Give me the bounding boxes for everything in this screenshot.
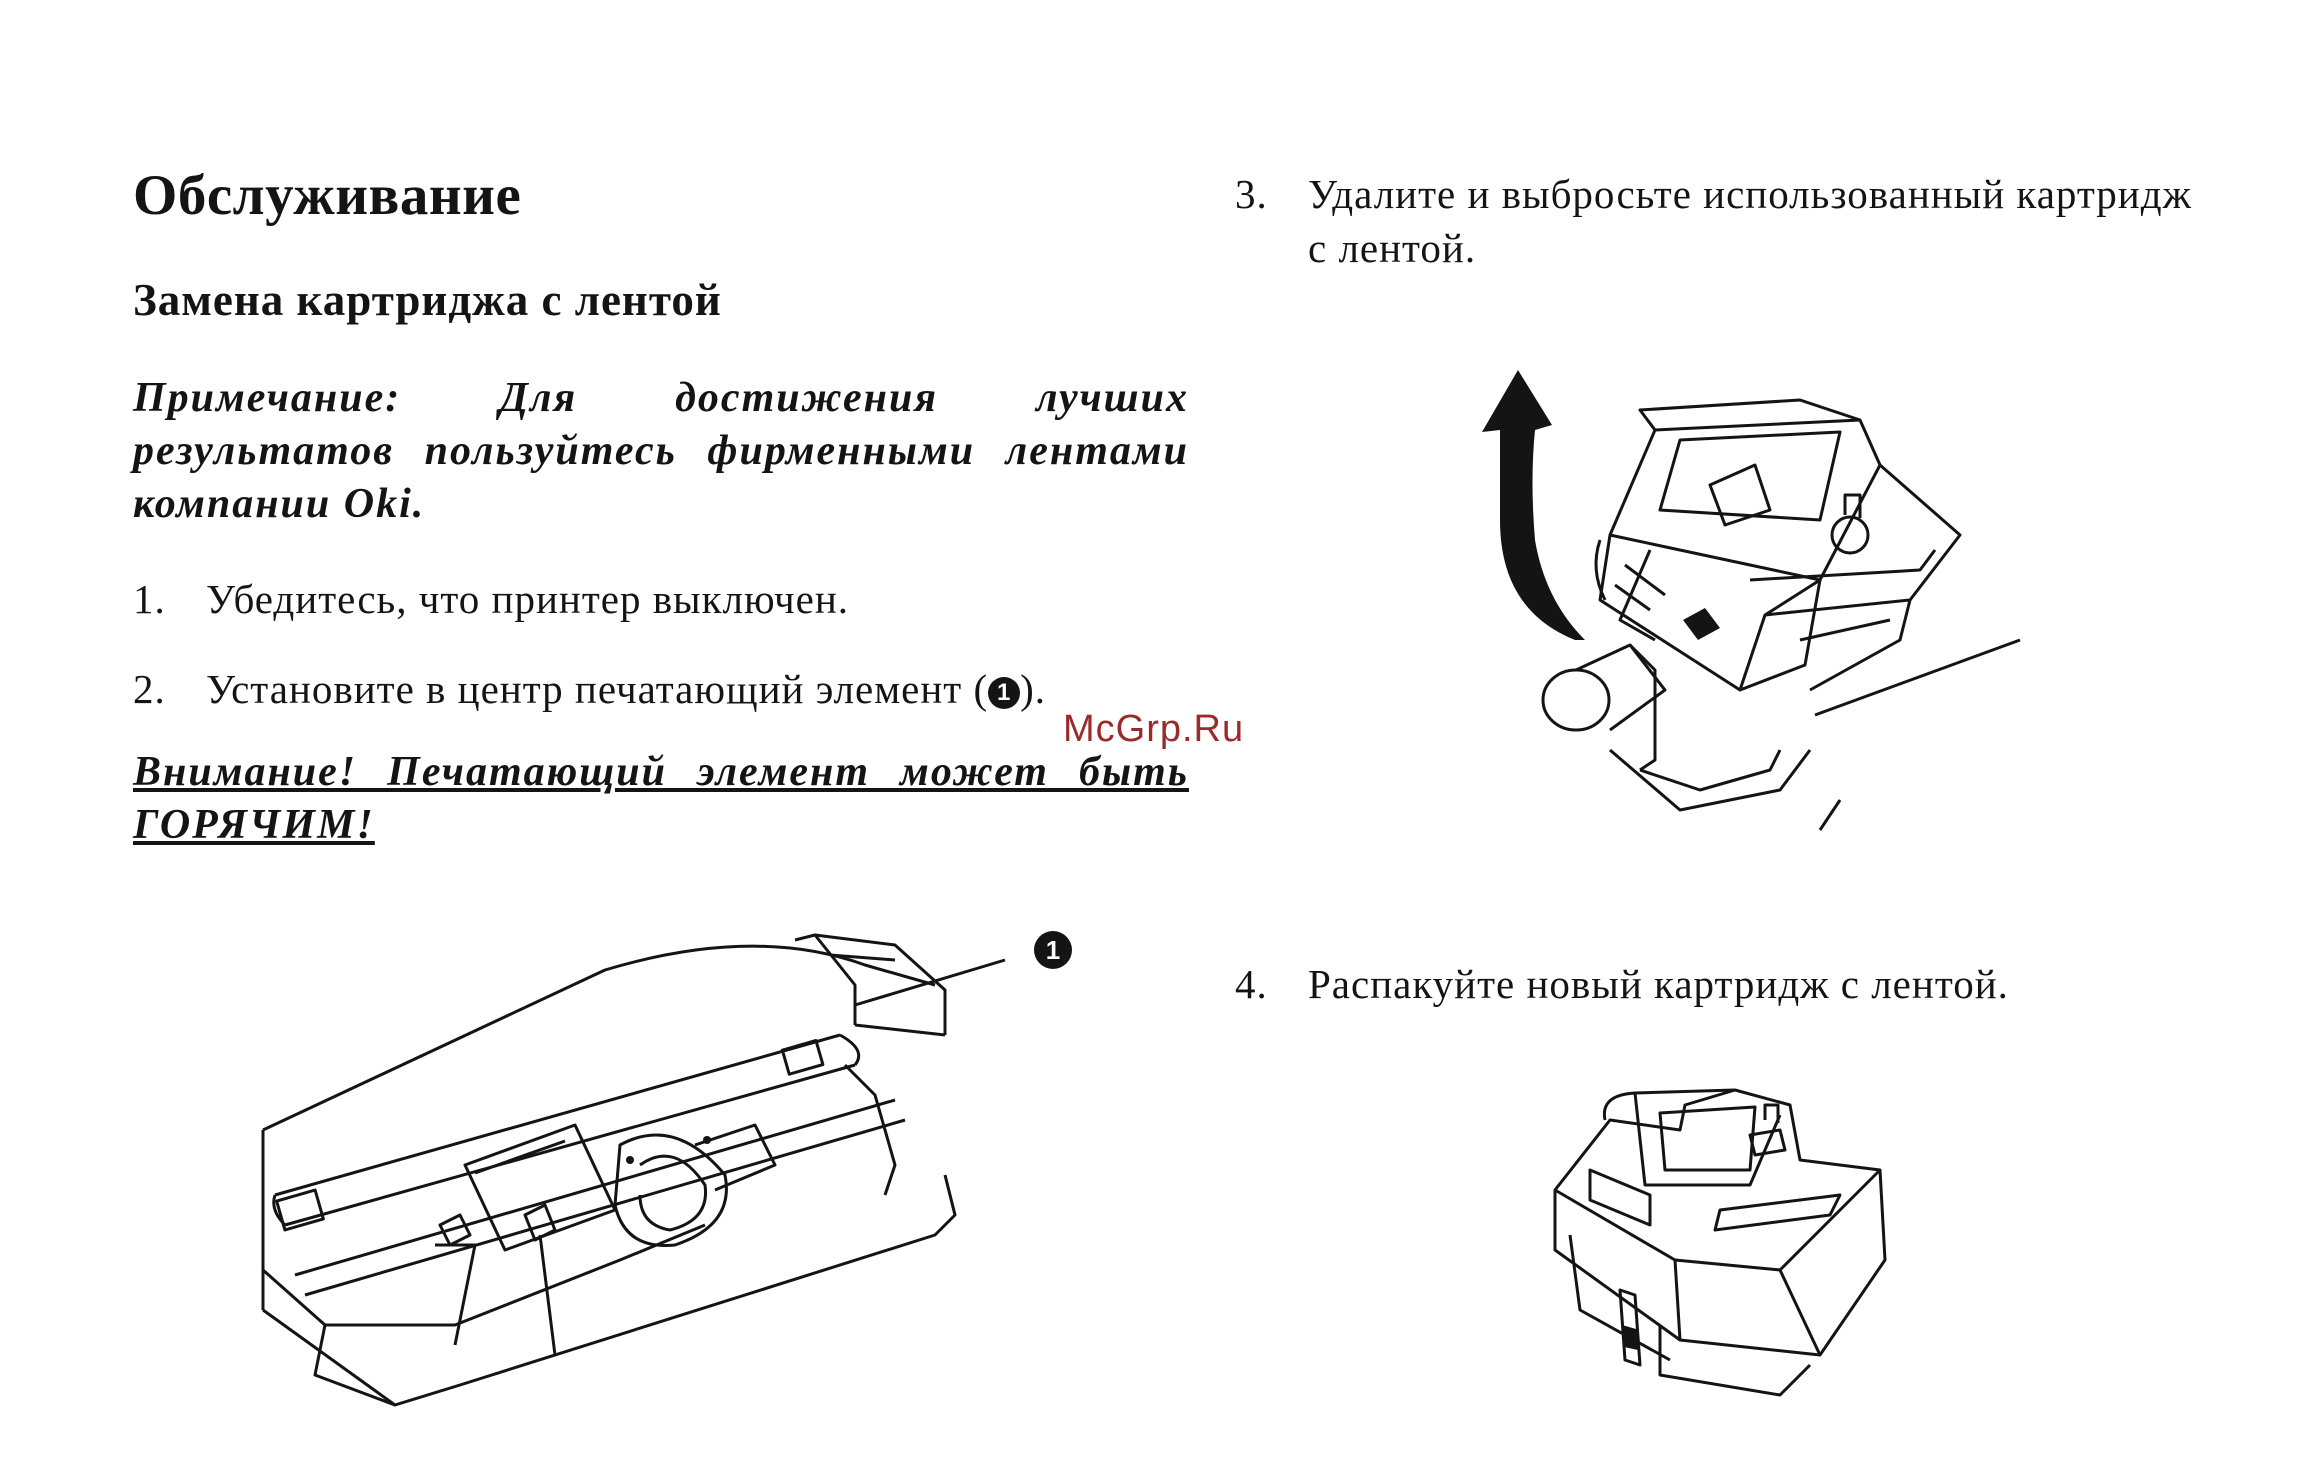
step-text: Распакуйте новый картридж с лентой.: [1308, 961, 2009, 1007]
svg-text:1: 1: [1046, 935, 1060, 965]
printer-print-head-illustration: [261, 933, 1006, 1407]
step-text-line1: Удалите и выбросьте использованный картр…: [1308, 171, 2192, 217]
section-title: Замена картриджа с лентой: [133, 275, 722, 325]
step-2: 2. Установите в центр печатающий элемент…: [133, 665, 1193, 715]
watermark: McGrp.Ru: [1063, 708, 1245, 750]
remove-cartridge-illustration: [1482, 370, 2021, 831]
step-number: 3.: [1235, 171, 1268, 217]
step-1: 1. Убедитесь, что принтер выключен.: [133, 575, 1193, 625]
step-text: Убедитесь, что принтер выключен.: [206, 576, 850, 622]
step-number: 1.: [133, 576, 166, 622]
note-text: Примечание: Для достижения лучших резуль…: [133, 375, 1189, 527]
callout-1-icon: 1: [1034, 931, 1072, 969]
step-text: Установите в центр печатающий элемент (1…: [206, 665, 1046, 713]
step-3: 3. Удалите и выбросьте использованный ка…: [1235, 170, 2295, 280]
step-4: 4. Распакуйте новый картридж с лентой.: [1235, 960, 2295, 1010]
step-text-before: Установите в центр печатающий элемент (: [206, 666, 989, 712]
step-text-line2: с лентой.: [1308, 225, 1477, 271]
step-number: 2.: [133, 666, 166, 712]
warning-text: Внимание! Печатающий элемент может быть …: [133, 749, 1189, 848]
new-cartridge-illustration: [1553, 1088, 1887, 1397]
callout-marker-icon: 1: [988, 677, 1021, 709]
arrow-up-curve-icon: [1482, 370, 1585, 640]
page-title: Обслуживание: [133, 164, 522, 227]
step-text-after: ).: [1020, 666, 1047, 712]
step-number: 4.: [1235, 961, 1268, 1007]
